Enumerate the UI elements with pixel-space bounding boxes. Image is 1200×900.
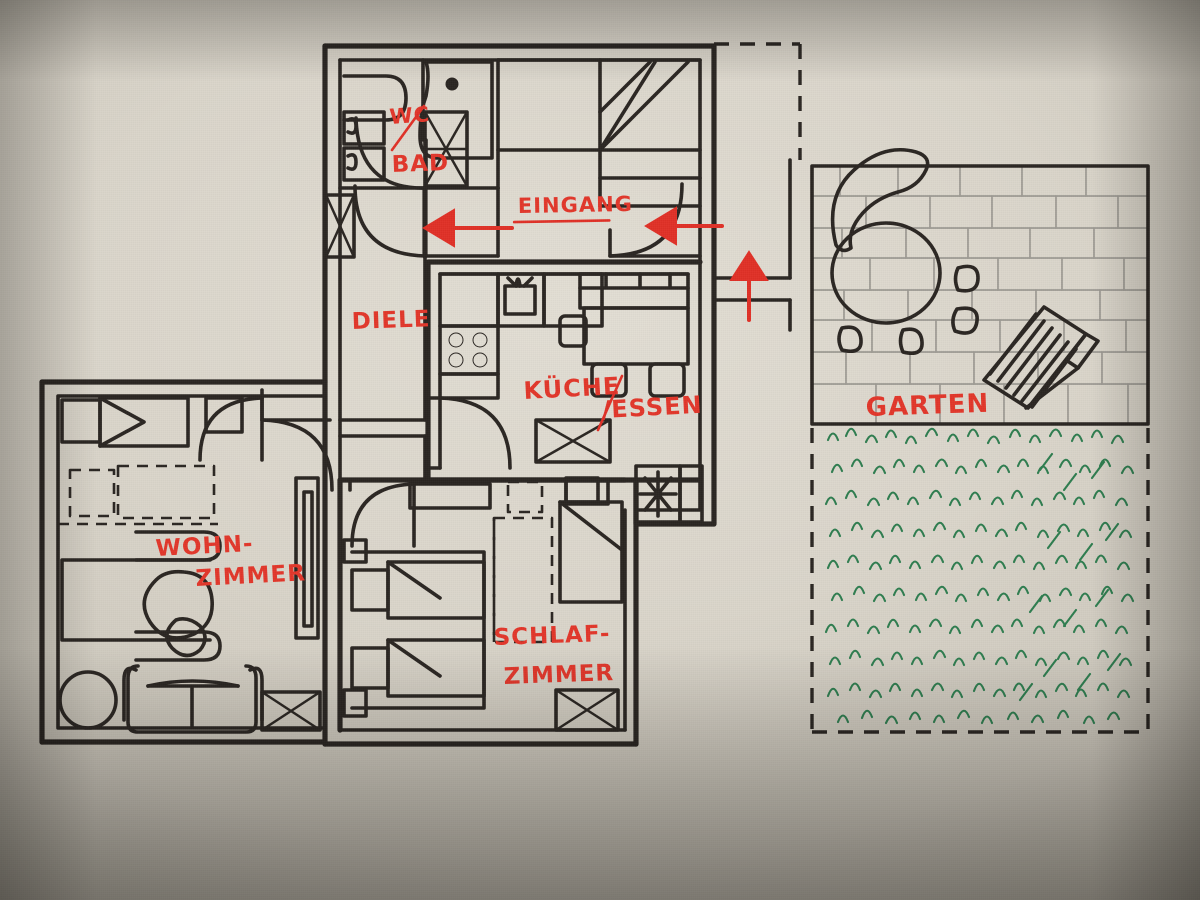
utility-star-symbol bbox=[634, 464, 704, 524]
arrow-up-terrace bbox=[729, 250, 769, 322]
window-sz-south bbox=[554, 688, 620, 732]
kueche-slash bbox=[596, 374, 624, 432]
sz-wardrobe-top bbox=[408, 482, 492, 510]
label-underline-eingang bbox=[512, 219, 611, 224]
terrace-furniture bbox=[830, 147, 1100, 410]
wz-dashed-rug bbox=[68, 468, 116, 518]
bathtub bbox=[342, 74, 408, 122]
window-kitchen-south bbox=[534, 418, 612, 464]
label-text-wohn: WOHN- bbox=[155, 531, 254, 562]
sz-small-box bbox=[342, 538, 368, 564]
window-left-upper bbox=[324, 193, 356, 259]
lawn-grass bbox=[824, 427, 1135, 725]
label-wohn2: ZIMMER bbox=[195, 560, 307, 592]
kitchen-stove bbox=[438, 324, 500, 376]
sink bbox=[342, 146, 386, 182]
garden-boundary bbox=[714, 42, 1150, 734]
wz-sofa bbox=[126, 664, 258, 734]
wz-armchair bbox=[142, 569, 214, 640]
label-garten: GARTEN bbox=[865, 389, 990, 423]
label-text-garten: GARTEN bbox=[865, 389, 990, 423]
kitchen-counter-top bbox=[438, 272, 500, 328]
chair-west bbox=[558, 314, 588, 348]
arrow-left-entry bbox=[644, 206, 724, 246]
window-wz-south bbox=[260, 690, 322, 732]
sz-pillow-right bbox=[564, 478, 610, 506]
sz-small-box2 bbox=[342, 688, 368, 718]
sz-dashed-nightstand bbox=[506, 480, 544, 514]
label-text-schlaf: SCHLAF- bbox=[493, 621, 611, 651]
kitchen-counter-low bbox=[438, 372, 500, 400]
chair-s2 bbox=[648, 362, 686, 398]
chair-s bbox=[898, 327, 924, 356]
chair-e bbox=[951, 306, 979, 335]
bad-door-arc bbox=[354, 116, 428, 190]
label-kueche: KÜCHE bbox=[523, 370, 621, 405]
deck-chair bbox=[982, 305, 1100, 410]
chair-s1 bbox=[590, 362, 628, 398]
wz-sideboard bbox=[60, 398, 102, 444]
label-bad: BAD bbox=[391, 150, 449, 178]
label-eingang: EINGANG bbox=[512, 192, 633, 224]
label-essen: /ESSEN bbox=[601, 391, 703, 424]
chair-ne bbox=[953, 264, 980, 293]
room-diele bbox=[260, 182, 702, 492]
wz-dashed-table bbox=[116, 464, 216, 520]
label-schlaf: SCHLAF- bbox=[493, 621, 611, 651]
toilet bbox=[342, 110, 386, 146]
label-wohn: WOHN- bbox=[155, 531, 254, 562]
garden-bench bbox=[830, 147, 930, 253]
shower-drain bbox=[445, 77, 459, 91]
sz-dashed-bed bbox=[492, 516, 554, 644]
wz-round-table bbox=[58, 670, 118, 730]
label-schlaf2: ZIMMER bbox=[503, 660, 614, 690]
shower bbox=[418, 60, 494, 160]
label-text-diele: DIELE bbox=[351, 306, 431, 335]
room-label-layer: WCBADEINGANGDIELEKÜCHE/ESSENWOHN-ZIMMERS… bbox=[155, 102, 990, 690]
label-text-schlaf2: ZIMMER bbox=[503, 660, 614, 690]
chair-sw bbox=[837, 325, 863, 354]
room-kueche-essen bbox=[425, 259, 703, 483]
room-schlafzimmer bbox=[337, 476, 628, 733]
label-text-kueche: KÜCHE bbox=[523, 370, 621, 405]
wz-bed-or-shelf bbox=[98, 396, 190, 448]
label-text-bad: BAD bbox=[391, 150, 449, 178]
wz-shelving-2 bbox=[134, 630, 222, 662]
label-text-essen: /ESSEN bbox=[601, 391, 703, 424]
house-walls bbox=[39, 43, 792, 747]
sz-nightstand-left bbox=[350, 568, 390, 612]
room-bad-wc bbox=[324, 58, 500, 259]
kitchen-counter-right bbox=[542, 272, 604, 328]
terrace-paving bbox=[811, 165, 1149, 425]
door-hall-arc bbox=[353, 184, 427, 258]
label-text-wohn2: ZIMMER bbox=[195, 560, 307, 592]
entrance-arrows bbox=[422, 206, 769, 322]
wz-shelf-east bbox=[294, 476, 320, 640]
label-diele: DIELE bbox=[351, 306, 431, 335]
dining-table bbox=[582, 306, 690, 366]
wz-stool bbox=[204, 396, 244, 434]
room-wohnzimmer bbox=[58, 396, 322, 734]
kitchen-door-arc bbox=[438, 396, 512, 470]
arrow-left-hall bbox=[422, 208, 514, 248]
staircase bbox=[496, 58, 702, 208]
label-text-eingang: EINGANG bbox=[518, 192, 633, 218]
garden-table bbox=[830, 221, 942, 325]
sz-nightstand-left2 bbox=[350, 646, 390, 690]
sz-door-arc bbox=[350, 482, 416, 548]
wz-door-arc bbox=[198, 396, 264, 462]
wc-flourish bbox=[390, 104, 426, 152]
sz-bed-right bbox=[558, 500, 624, 604]
